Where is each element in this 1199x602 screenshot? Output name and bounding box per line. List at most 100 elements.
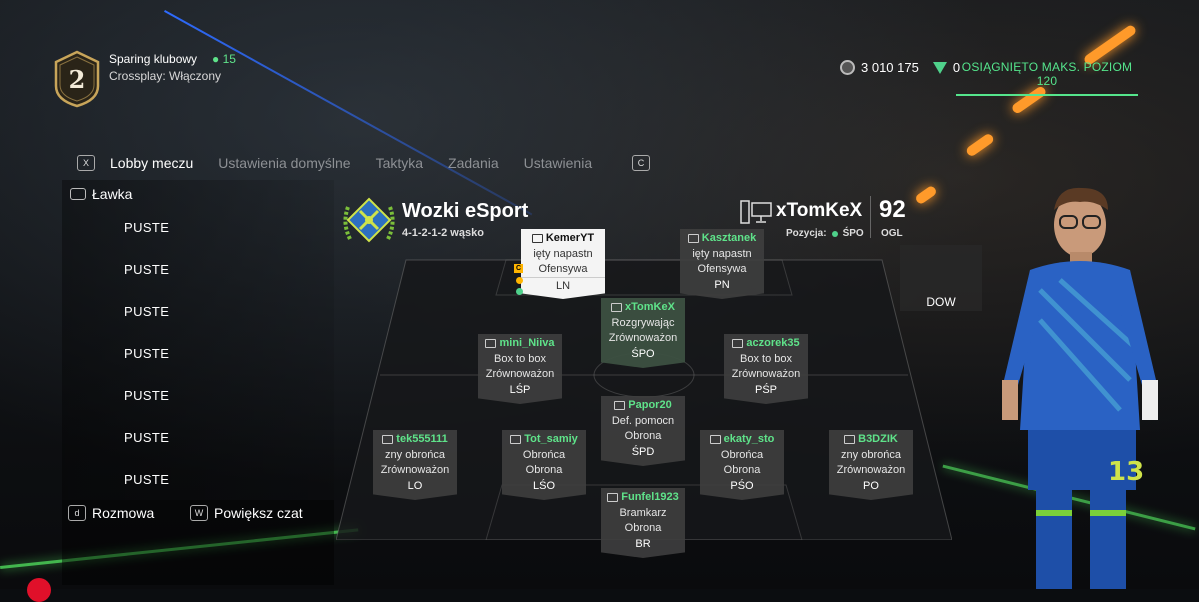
player-card-position: ŚPD — [631, 446, 655, 458]
player-card-position: PŚO — [730, 480, 754, 492]
player-card-style: Ofensywa — [538, 263, 588, 275]
player-card-name: ekaty_sto — [723, 433, 775, 445]
player-card-pn[interactable]: Kasztanek ięty napastn Ofensywa PN — [680, 229, 764, 299]
player-card-lo[interactable]: tek555111 zny obrońca Zrównoważon LO — [373, 430, 457, 500]
bench-slot[interactable]: PUSTE — [124, 304, 170, 319]
bench-slot[interactable]: PUSTE — [124, 220, 170, 235]
tab-prev-key[interactable]: X — [77, 155, 95, 171]
bench-slot[interactable]: PUSTE — [124, 388, 170, 403]
player-card-position: LO — [407, 480, 423, 492]
player-card-name: Kasztanek — [701, 232, 757, 244]
position-label: Pozycja: — [786, 228, 827, 239]
player-card-position: LŚP — [509, 384, 531, 396]
player-card-position: PO — [863, 480, 879, 492]
level-number: 2 — [69, 65, 86, 94]
pc-icon — [611, 302, 623, 312]
player-card-style: Obrona — [624, 522, 662, 534]
bench-slot[interactable]: PUSTE — [124, 430, 170, 445]
player-card-role: Rozgrywając — [611, 317, 675, 329]
bench-icon — [70, 188, 86, 200]
player-card-ln[interactable]: KemerYT ięty napastn Ofensywa LN — [521, 229, 605, 299]
team-formation: 4-1-2-1-2 wąsko — [402, 227, 484, 239]
points-icon — [932, 61, 947, 74]
bench-title: Ławka — [92, 186, 133, 202]
player-card-style: Zrównoważon — [485, 368, 555, 380]
player-card-name: Tot_samiy — [524, 433, 578, 445]
status-icon — [516, 288, 523, 295]
status-icon — [516, 277, 523, 284]
player-card-position: PŚP — [754, 384, 777, 396]
tab-tactics[interactable]: Taktyka — [375, 155, 424, 171]
bench-header: Ławka — [70, 186, 132, 202]
player-card-role: Box to box — [740, 353, 792, 365]
player-card-name: Funfel1923 — [621, 491, 679, 503]
expand-chat-key: W — [190, 505, 208, 521]
player-card-name: mini_Niiva — [499, 337, 555, 349]
player-card-br[interactable]: Funfel1923 Bramkarz Obrona BR — [601, 488, 685, 558]
player-card-position: LN — [521, 277, 605, 295]
tab-next-key[interactable]: C — [632, 155, 650, 171]
player-card-style: Obrona — [525, 464, 563, 476]
pc-icon — [687, 233, 699, 243]
coins-value: 3 010 175 — [861, 60, 919, 75]
tab-bar: Lobby meczu Ustawienia domyślne Taktyka … — [110, 155, 617, 171]
coin-icon — [840, 60, 855, 75]
player-card-style: Ofensywa — [697, 263, 747, 275]
player-card-name: B3DZIK — [858, 433, 898, 445]
player-card-lsp[interactable]: mini_Niiva Box to box Zrównoważon LŚP — [478, 334, 562, 404]
pc-icon — [732, 338, 744, 348]
bench-slot[interactable]: PUSTE — [124, 472, 170, 487]
player-card-pso[interactable]: ekaty_sto Obrońca Obrona PŚO — [700, 430, 784, 500]
expand-chat-button[interactable]: W Powiększ czat — [190, 505, 303, 521]
team-name: Wozki eSport — [402, 200, 529, 222]
tab-tasks[interactable]: Zadania — [448, 155, 499, 171]
player-card-style: Obrona — [624, 430, 662, 442]
bench-slot[interactable]: PUSTE — [124, 262, 170, 277]
chat-panel — [62, 500, 334, 585]
player-card-position: LŚO — [532, 480, 555, 492]
pc-icon — [709, 434, 721, 444]
position-dot-icon — [831, 230, 838, 237]
player-card-name: Papor20 — [628, 399, 672, 411]
talk-button[interactable]: d Rozmowa — [68, 505, 154, 521]
player-card-name: xTomKeX — [625, 301, 675, 313]
player-card-role: zny obrońca — [841, 449, 901, 461]
svg-text:13: 13 — [1108, 457, 1144, 487]
player-card-role: ięty napastn — [692, 248, 752, 260]
bench-panel — [62, 180, 334, 500]
talk-label: Rozmowa — [92, 505, 155, 521]
pc-icon — [607, 492, 619, 502]
player-card-role: Obrońca — [720, 449, 764, 461]
player-card-position: ŚPO — [631, 348, 655, 360]
captain-icon: C — [514, 264, 523, 273]
rating-label: OGL — [881, 228, 903, 239]
player-card-role: Def. pomocn — [611, 415, 675, 427]
position-value: ŚPO — [842, 228, 864, 239]
player-rating: 92 — [879, 196, 906, 223]
pc-icon — [382, 434, 394, 444]
player-card-style: Zrównoważon — [836, 464, 906, 476]
player-card-spo[interactable]: xTomKeX Rozgrywając Zrównoważon ŚPO — [601, 298, 685, 368]
bench-slot[interactable]: PUSTE — [124, 346, 170, 361]
player-card-lso[interactable]: Tot_samiy Obrońca Obrona LŚO — [502, 430, 586, 500]
player-card-spd[interactable]: Papor20 Def. pomocn Obrona ŚPD — [601, 396, 685, 466]
player-card-role: ięty napastn — [533, 248, 593, 260]
player-card-role: zny obrońca — [385, 449, 445, 461]
record-indicator-icon[interactable] — [27, 578, 51, 602]
player-card-position: PN — [714, 279, 730, 291]
player-card-style: Obrona — [723, 464, 761, 476]
player-card-psp[interactable]: aczorek35 Box to box Zrównoważon PŚP — [724, 334, 808, 404]
tab-default-settings[interactable]: Ustawienia domyślne — [218, 155, 351, 171]
pc-icon — [844, 434, 856, 444]
player-card-style: Zrównoważon — [608, 332, 678, 344]
tab-lobby[interactable]: Lobby meczu — [110, 155, 194, 171]
player-card-po[interactable]: B3DZIK zny obrońca Zrównoważon PO — [829, 430, 913, 500]
tab-settings[interactable]: Ustawienia — [523, 155, 593, 171]
level-badge-icon: 2 — [54, 50, 100, 108]
player-card-position: BR — [635, 538, 651, 550]
pc-icon — [614, 400, 626, 410]
side-panel[interactable]: DOW — [900, 245, 982, 311]
player-card-style: Zrównoważon — [731, 368, 801, 380]
pc-platform-icon — [740, 200, 772, 224]
team-crest-icon — [343, 197, 395, 243]
